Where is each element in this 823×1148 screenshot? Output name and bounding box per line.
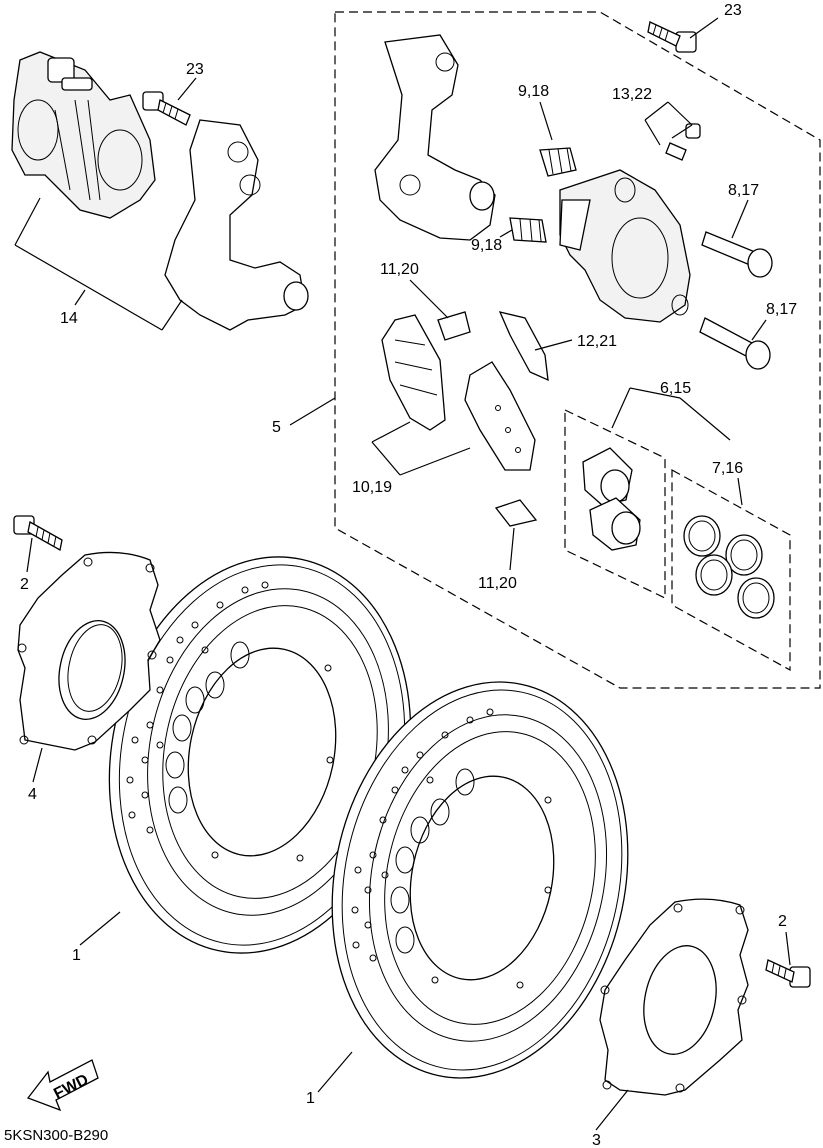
- slide-pin-lower: [699, 317, 771, 370]
- callout-10-19: 10,19: [352, 479, 392, 496]
- callout-1-left: 1: [72, 947, 81, 964]
- caliper-kit-boundary: [334, 11, 821, 689]
- callout-13-22: 13,22: [612, 86, 652, 103]
- callout-7-16: 7,16: [712, 460, 743, 477]
- callout-3: 3: [592, 1132, 601, 1148]
- callout-4: 4: [28, 786, 37, 803]
- callout-23-right: 23: [724, 2, 742, 19]
- piston-box: [564, 409, 666, 599]
- callout-9-18-lower: 9,18: [471, 237, 502, 254]
- disc-right-holes: [351, 708, 552, 989]
- slide-pin-upper: [701, 231, 773, 278]
- caliper-bolt-left: [142, 91, 191, 126]
- piston-seals: [683, 515, 775, 619]
- brake-pad-left: [381, 314, 446, 431]
- caliper-assembly: [11, 51, 156, 219]
- caliper-bracket-right: [374, 34, 496, 241]
- callout-14: 14: [60, 310, 78, 327]
- disc-plate-right: [599, 898, 749, 1096]
- pad-clip-lower: [494, 499, 538, 527]
- callout-11-20-lower: 11,20: [478, 575, 517, 592]
- brake-pad-right: [464, 361, 536, 471]
- pad-spring: [498, 311, 549, 382]
- dust-boot-lower: [509, 217, 547, 243]
- diagram-code: 5KSN300-B290: [4, 1127, 108, 1144]
- brake-disc-right: [331, 681, 629, 1079]
- dust-boot-upper: [539, 147, 577, 177]
- disc-left-holes: [126, 581, 334, 862]
- pistons: [582, 447, 641, 551]
- callout-5: 5: [272, 419, 281, 436]
- callout-12-21: 12,21: [577, 333, 617, 350]
- caliper-body: [559, 169, 691, 323]
- callout-8-17-lower: 8,17: [766, 301, 797, 318]
- callout-23-left: 23: [186, 61, 204, 78]
- callout-8-17-upper: 8,17: [728, 182, 759, 199]
- callout-2-right: 2: [778, 913, 787, 930]
- callout-2-left: 2: [20, 576, 29, 593]
- disc-plate-left: [17, 551, 161, 751]
- leader-lines: [14, 17, 791, 1131]
- disc-bolt-left: [13, 515, 63, 552]
- callout-11-20-upper: 11,20: [380, 261, 419, 278]
- brake-disc-left: [108, 556, 412, 954]
- caliper-bolt-right: [647, 21, 697, 53]
- disc-bolt-right: [765, 959, 811, 988]
- callout-9-18-upper: 9,18: [518, 83, 549, 100]
- callout-1-right: 1: [306, 1090, 315, 1107]
- caliper-bracket-left: [164, 119, 309, 331]
- pad-clip-upper: [437, 311, 471, 341]
- bleed-screw: [665, 123, 701, 161]
- seal-box: [671, 468, 791, 672]
- callout-6-15: 6,15: [660, 380, 691, 397]
- fwd-arrow-icon: FWD: [26, 1059, 99, 1112]
